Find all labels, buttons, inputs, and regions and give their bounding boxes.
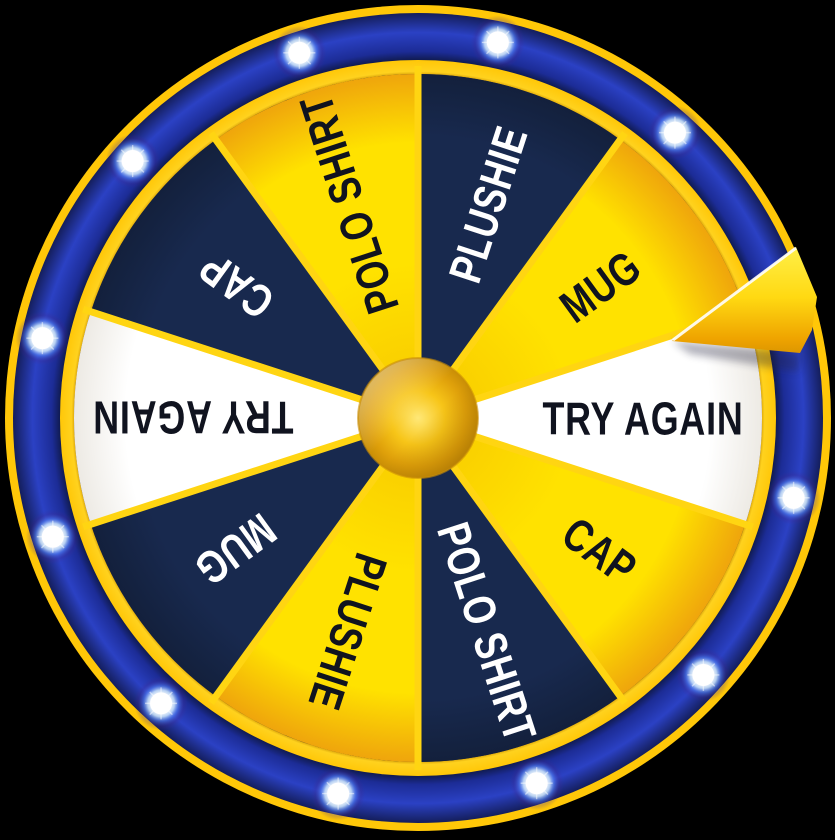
segment-label: TRY AGAIN xyxy=(542,393,743,444)
segment-divider xyxy=(445,131,628,378)
bulb-core xyxy=(782,486,805,509)
segment-dividers xyxy=(82,66,754,770)
bulb-core xyxy=(41,525,64,548)
rim-light xyxy=(470,15,525,70)
wheel-segments[interactable] xyxy=(74,74,762,762)
bulb-core xyxy=(288,41,311,64)
segment-plushie[interactable] xyxy=(215,418,418,762)
segment-divider xyxy=(208,131,391,378)
bulb-core xyxy=(663,121,686,144)
wheel-hub xyxy=(357,357,479,479)
bulb-core xyxy=(692,663,715,686)
segment-try-again[interactable] xyxy=(418,311,762,525)
pointer-highlight-edge xyxy=(672,246,797,342)
segment-label: TRY AGAIN xyxy=(92,391,293,442)
hub-edge xyxy=(357,357,479,479)
segment-divider xyxy=(82,430,370,531)
segment-cap[interactable] xyxy=(90,139,419,418)
bulb-core xyxy=(150,692,173,715)
segment-mug[interactable] xyxy=(418,139,746,418)
wheel-pointer xyxy=(672,246,817,372)
rim-light xyxy=(15,311,70,366)
bulb-core xyxy=(486,31,509,54)
bulb-core xyxy=(525,772,548,795)
segment-try-again[interactable] xyxy=(74,311,418,525)
rim-light xyxy=(134,676,189,731)
segment-divider xyxy=(208,458,391,705)
rim-light xyxy=(25,509,80,564)
pointer-shadow xyxy=(672,341,801,372)
rim-light xyxy=(311,766,366,821)
rim-light xyxy=(509,756,564,811)
segment-polo-shirt[interactable] xyxy=(215,74,418,418)
segment-polo-shirt[interactable] xyxy=(418,418,621,762)
rim-light xyxy=(647,105,702,160)
segment-divider xyxy=(466,430,754,531)
segment-cap[interactable] xyxy=(418,418,746,697)
hub-sheen xyxy=(358,358,478,478)
pointer-cone xyxy=(672,247,817,353)
segment-mug[interactable] xyxy=(90,418,419,697)
segment-divider xyxy=(82,305,370,406)
segment-label-group: TRY AGAIN xyxy=(92,391,293,442)
rim-light xyxy=(676,647,731,702)
bulb-core xyxy=(327,782,350,805)
rim-light xyxy=(272,25,327,80)
bulb-core xyxy=(121,150,144,173)
segment-label-group: TRY AGAIN xyxy=(542,393,743,444)
segment-plushie[interactable] xyxy=(418,74,621,418)
rim-light xyxy=(105,134,160,189)
rim-light xyxy=(766,470,821,525)
segment-divider xyxy=(445,458,628,705)
bulb-core xyxy=(31,327,54,350)
